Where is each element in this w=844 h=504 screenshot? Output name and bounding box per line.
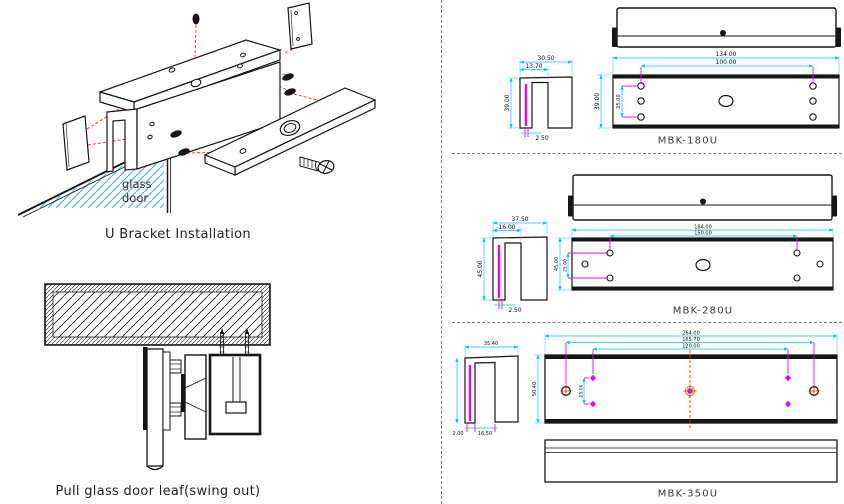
bottom-view [544, 439, 838, 483]
door-header [44, 283, 271, 346]
rubber-pad [62, 115, 90, 171]
dim-side-h: 39.00 [504, 94, 511, 111]
glass-door-label-line2: door [122, 191, 148, 205]
installation-caption: U Bracket Installation [105, 227, 251, 242]
front-view: 184.00 150.00 45.00 25.00 [554, 224, 834, 291]
pull-caption: Pull glass door leaf(swing out) [56, 484, 261, 499]
dim-side-outer-w: 35.40 [484, 341, 498, 347]
dim-side-inner-w: 16.00 [498, 224, 515, 231]
dim-side-outer-w: 30.50 [537, 55, 554, 62]
dim-front-h: 39.00 [594, 93, 601, 110]
side-view: 30.50 13.70 39.00 2.50 [504, 55, 573, 142]
model-label-mbk-280u: MBK-280U [673, 306, 734, 317]
dim-front-hole-v: 25.00 [616, 94, 622, 108]
dim-side-inner-w: 13.70 [525, 63, 542, 70]
dim-side-t: 2.50 [535, 135, 549, 142]
gaskets [170, 73, 296, 156]
mbk-180u-drawing: 30.50 13.70 39.00 2.50 134 [504, 7, 841, 147]
dim-front-hole-span-outer: 165.70 [682, 337, 700, 343]
front-view: 264.00 165.70 120.00 50.40 25.00 [532, 330, 838, 428]
dim-front-hole-span-inner: 120.00 [682, 343, 700, 349]
armature-plate [203, 87, 377, 176]
side-view: 37.50 16.00 45.00 2.50 [477, 216, 548, 314]
side-view: 35.40 2.00 16.50 [452, 341, 519, 437]
dim-side-outer-w: 37.50 [511, 216, 528, 223]
dashed-separator-h2 [452, 322, 842, 323]
dim-side-inner-w: 16.50 [478, 431, 492, 437]
side-cover-plate [287, 2, 313, 50]
maglock-body [208, 353, 262, 436]
model-label-mbk-180u: MBK-180U [658, 136, 719, 147]
top-view [568, 174, 837, 221]
dashed-separator-vertical [441, 0, 442, 504]
screw-peg [192, 13, 200, 25]
top-view [612, 7, 841, 48]
dashed-separator-h1 [452, 153, 842, 154]
cross-section-diagram: Pull glass door leaf(swing out) [44, 283, 271, 499]
u-bracket-body [98, 39, 282, 173]
exploded-view-diagram: glass door [17, 2, 377, 242]
dim-front-hole-v: 25.00 [579, 384, 585, 397]
mbk-350u-drawing: 35.40 2.00 16.50 [452, 330, 838, 500]
dim-side-h: 45.00 [477, 260, 484, 277]
dim-front-len: 184.00 [694, 224, 712, 230]
mount-screws [219, 328, 250, 355]
glass-door-label-line1: glass [122, 177, 152, 191]
mbk-280u-drawing: 37.50 16.00 45.00 2.50 184 [477, 174, 837, 317]
dim-front-hole-span: 100.00 [716, 59, 737, 66]
dim-front-len: 134.00 [716, 51, 737, 58]
dim-front-h: 50.40 [532, 382, 538, 396]
dim-side-t: 2.50 [508, 307, 522, 314]
screw [299, 156, 335, 174]
model-label-mbk-350u: MBK-350U [658, 489, 719, 500]
dim-front-h: 45.00 [554, 257, 560, 271]
dim-side-t: 2.00 [452, 431, 463, 437]
dim-front-len: 264.00 [682, 330, 700, 336]
dim-front-hole-span: 150.00 [694, 231, 712, 237]
front-view: 134.00 100.00 39.00 25.00 [594, 51, 840, 129]
dim-front-hole-v: 25.00 [563, 259, 569, 272]
glass-leaf-assembly [143, 347, 207, 471]
